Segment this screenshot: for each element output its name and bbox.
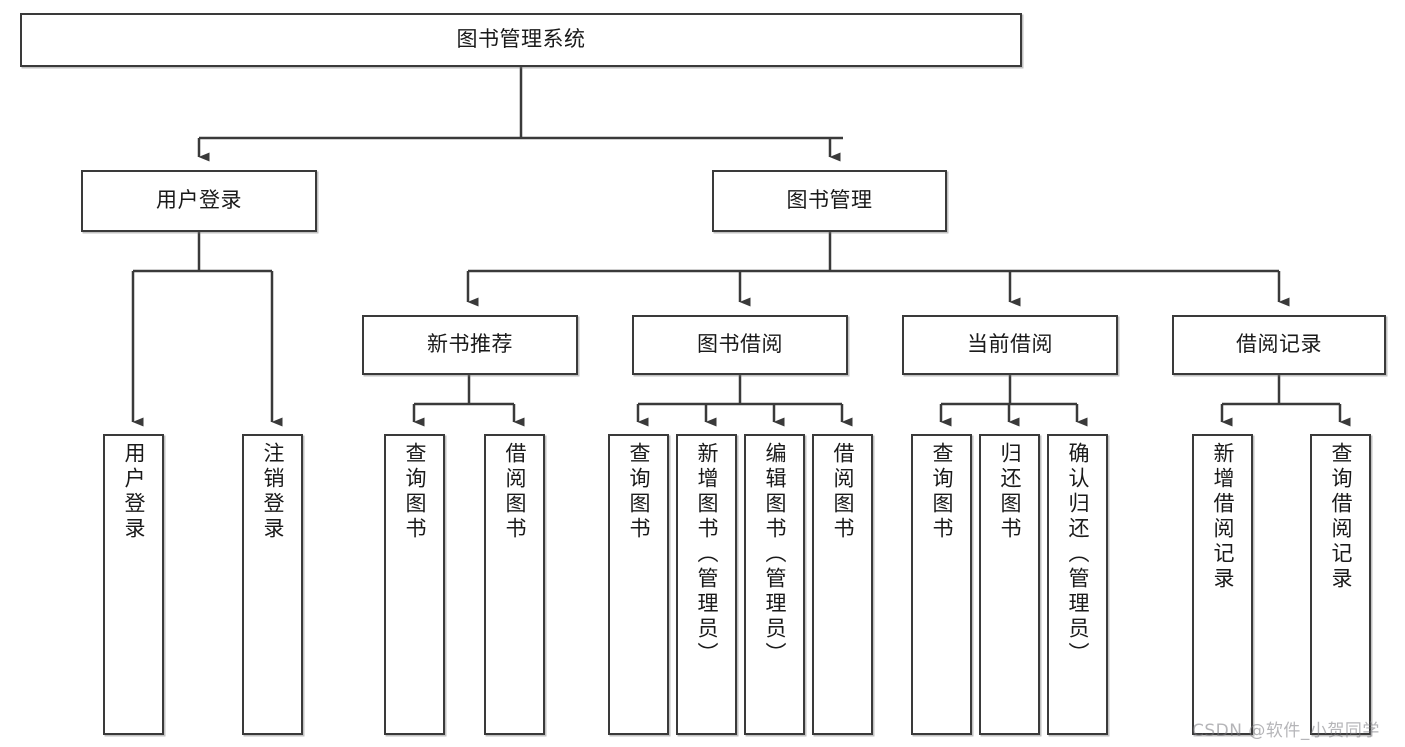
node-new-book-recommend-label: 新书推荐 (427, 332, 513, 357)
csdn-watermark: CSDN @软件_小贺同学 (1192, 721, 1380, 741)
node-book-borrow[interactable]: 图书借阅 (632, 315, 848, 375)
leaf-add-borrow-record[interactable]: 新增借阅记录 (1192, 434, 1253, 735)
leaf-query-book-2-label: 查询图书 (627, 442, 651, 542)
leaf-borrow-book-1-label: 借阅图书 (503, 442, 527, 542)
leaf-query-borrow-record[interactable]: 查询借阅记录 (1310, 434, 1371, 735)
leaf-query-book-3[interactable]: 查询图书 (911, 434, 972, 735)
node-borrow-record[interactable]: 借阅记录 (1172, 315, 1386, 375)
node-new-book-recommend[interactable]: 新书推荐 (362, 315, 578, 375)
node-book-management-label: 图书管理 (786, 188, 873, 213)
leaf-return-book-label: 归还图书 (998, 442, 1022, 542)
leaf-query-book-1[interactable]: 查询图书 (384, 434, 445, 735)
leaf-add-book-admin[interactable]: 新增图书（管理员） (676, 434, 737, 735)
node-user-login[interactable]: 用户登录 (81, 170, 317, 232)
node-user-login-label: 用户登录 (156, 188, 242, 213)
leaf-user-login[interactable]: 用户登录 (103, 434, 164, 735)
leaf-add-borrow-record-label: 新增借阅记录 (1211, 442, 1235, 592)
leaf-borrow-book-2[interactable]: 借阅图书 (812, 434, 873, 735)
leaf-edit-book-admin[interactable]: 编辑图书（管理员） (744, 434, 805, 735)
leaf-confirm-return-admin[interactable]: 确认归还（管理员） (1047, 434, 1108, 735)
leaf-add-book-admin-label: 新增图书（管理员） (695, 442, 719, 667)
leaf-borrow-book-2-label: 借阅图书 (831, 442, 855, 542)
leaf-return-book[interactable]: 归还图书 (979, 434, 1040, 735)
leaf-user-logout-label: 注销登录 (261, 442, 285, 542)
node-borrow-record-label: 借阅记录 (1236, 332, 1322, 357)
leaf-user-login-label: 用户登录 (122, 442, 146, 542)
leaf-query-borrow-record-label: 查询借阅记录 (1329, 442, 1353, 592)
node-current-borrow[interactable]: 当前借阅 (902, 315, 1118, 375)
leaf-query-book-1-label: 查询图书 (403, 442, 427, 542)
node-root[interactable]: 图书管理系统 (20, 13, 1022, 67)
leaf-edit-book-admin-label: 编辑图书（管理员） (763, 442, 787, 667)
node-book-management[interactable]: 图书管理 (712, 170, 947, 232)
leaf-query-book-3-label: 查询图书 (930, 442, 954, 542)
leaf-user-logout[interactable]: 注销登录 (242, 434, 303, 735)
leaf-confirm-return-admin-label: 确认归还（管理员） (1066, 442, 1090, 667)
node-book-borrow-label: 图书借阅 (697, 332, 783, 357)
leaf-borrow-book-1[interactable]: 借阅图书 (484, 434, 545, 735)
node-root-label: 图书管理系统 (456, 27, 586, 52)
node-current-borrow-label: 当前借阅 (967, 332, 1053, 357)
leaf-query-book-2[interactable]: 查询图书 (608, 434, 669, 735)
